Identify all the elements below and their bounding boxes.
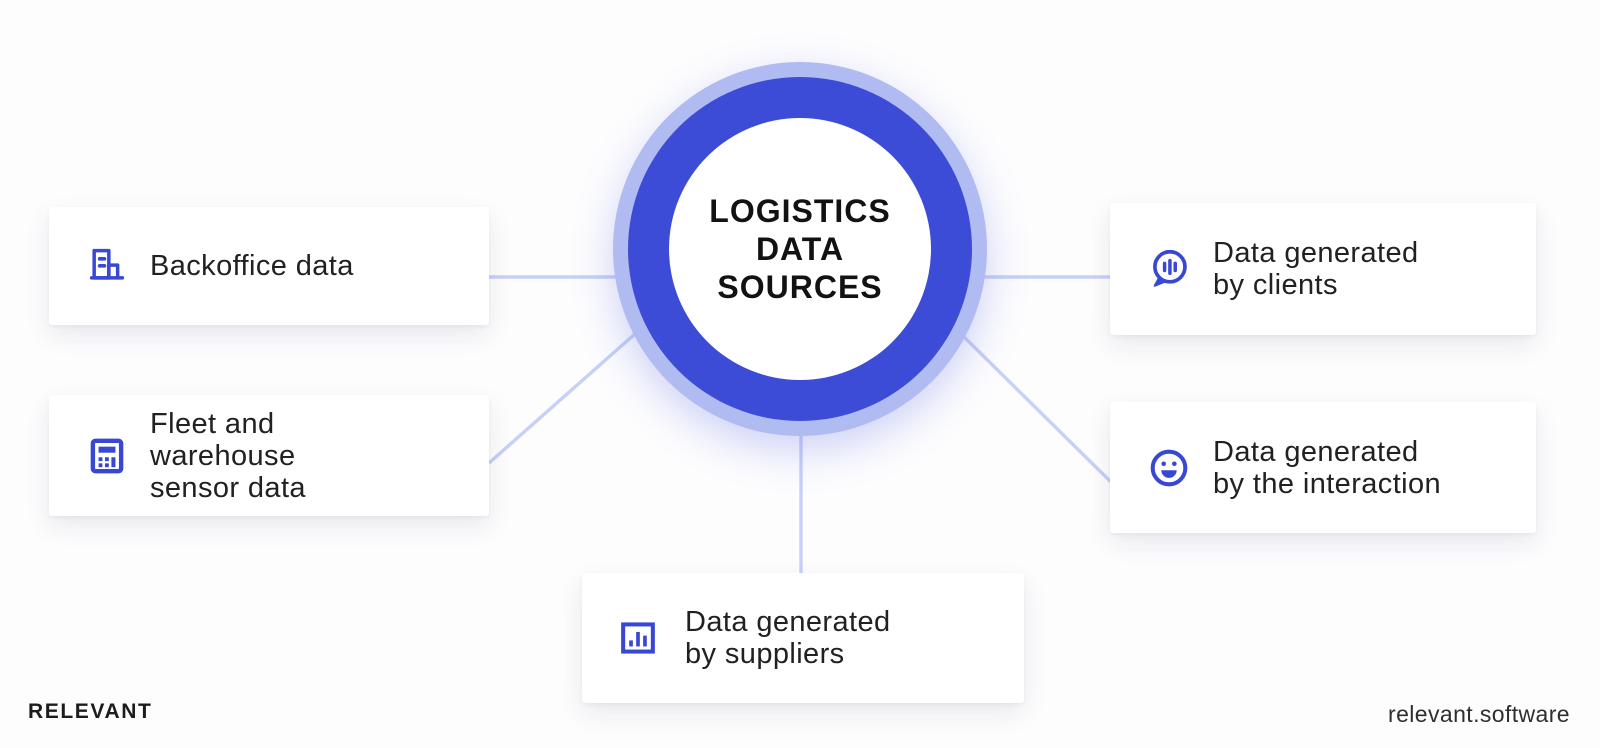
node-label: Data generated by clients [1213, 237, 1419, 301]
hub-ring: LOGISTICS DATA SOURCES [628, 77, 972, 421]
node-label: Fleet and warehouse sensor data [150, 407, 306, 504]
node-label: Data generated by suppliers [685, 606, 891, 670]
brand-logo: RELEVANT [28, 700, 153, 723]
node-fleet: Fleet and warehouse sensor data [49, 395, 489, 516]
hub-inner: LOGISTICS DATA SOURCES [669, 118, 931, 380]
node-interaction: Data generated by the interaction [1110, 402, 1536, 533]
website-url: relevant.software [1388, 701, 1570, 727]
connector-interaction [953, 326, 1114, 485]
connector-fleet [487, 323, 647, 465]
node-clients: Data generated by clients [1110, 203, 1536, 335]
building-icon [85, 244, 129, 288]
hub-title: LOGISTICS DATA SOURCES [709, 193, 891, 305]
node-suppliers: Data generated by suppliers [582, 573, 1024, 703]
bar-chart-icon [616, 616, 660, 660]
smiley-icon [1147, 446, 1191, 490]
node-label: Data generated by the interaction [1213, 435, 1442, 500]
voice-bubble-icon [1147, 247, 1191, 291]
node-label: Backoffice data [150, 250, 354, 282]
calculator-icon [85, 434, 129, 478]
hub-circle: LOGISTICS DATA SOURCES [613, 62, 987, 436]
node-backoffice: Backoffice data [49, 207, 489, 325]
